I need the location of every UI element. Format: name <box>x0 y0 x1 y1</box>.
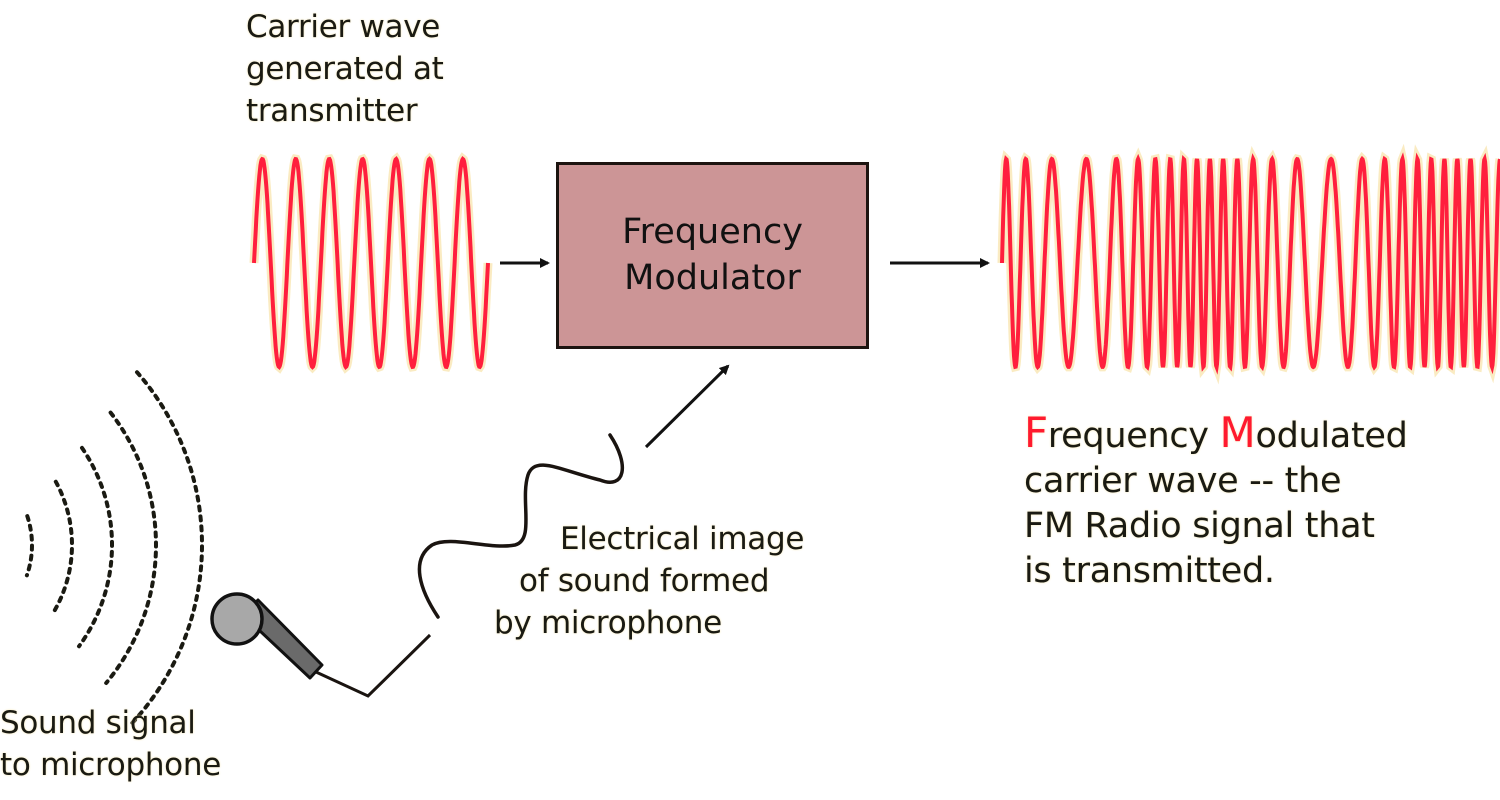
fm-modulated-wave <box>997 143 1500 385</box>
electrical-label-line: Electrical image <box>560 521 805 557</box>
sound-wave-arc <box>128 370 204 727</box>
carrier-wave-label: Carrier wave generated at transmitter <box>246 6 444 132</box>
fm-output-label: Frequency Modulated carrier wave -- the … <box>1024 410 1408 594</box>
microphone-icon <box>210 592 324 680</box>
sound-waves-icon <box>24 370 204 727</box>
sound-label-line: to microphone <box>0 747 221 783</box>
modulator-label-line: Modulator <box>624 258 801 298</box>
sound-wave-arc <box>24 514 34 578</box>
fm-label-line: is transmitted. <box>1024 551 1275 591</box>
fm-label-line: carrier wave -- the <box>1024 461 1342 501</box>
arrow-up-right-icon <box>644 364 730 449</box>
carrier-wave-line <box>252 155 490 371</box>
fm-accent-m: M <box>1219 408 1256 457</box>
sound-wave-arc <box>77 445 114 649</box>
carrier-label-line: transmitter <box>246 93 418 129</box>
fm-text: odulated <box>1255 416 1408 456</box>
fm-label-line: FM Radio signal that <box>1024 506 1375 546</box>
carrier-label-line: generated at <box>246 51 444 87</box>
frequency-modulator-box: Frequency Modulator <box>556 162 869 349</box>
fm-text: requency <box>1047 416 1220 456</box>
sound-signal-label: Sound signal to microphone <box>0 702 221 786</box>
sound-wave-arc <box>104 410 158 685</box>
electrical-signal-squiggle <box>417 433 625 619</box>
microphone-cable <box>315 633 432 698</box>
fm-label-line: Frequency Modulated <box>1024 410 1408 459</box>
sound-label-line: Sound signal <box>0 705 196 741</box>
modulator-label: Frequency Modulator <box>559 209 866 301</box>
electrical-image-label: Electrical image of sound formed by micr… <box>494 518 804 644</box>
carrier-label-line: Carrier wave <box>246 9 441 45</box>
fm-wave-line <box>1000 152 1500 375</box>
sound-wave-arc <box>52 479 74 614</box>
carrier-wave <box>249 152 493 374</box>
fm-accent-f: F <box>1024 408 1048 457</box>
electrical-label-line: by microphone <box>494 605 722 641</box>
modulator-label-line: Frequency <box>622 212 803 252</box>
electrical-label-line: of sound formed <box>519 563 770 599</box>
